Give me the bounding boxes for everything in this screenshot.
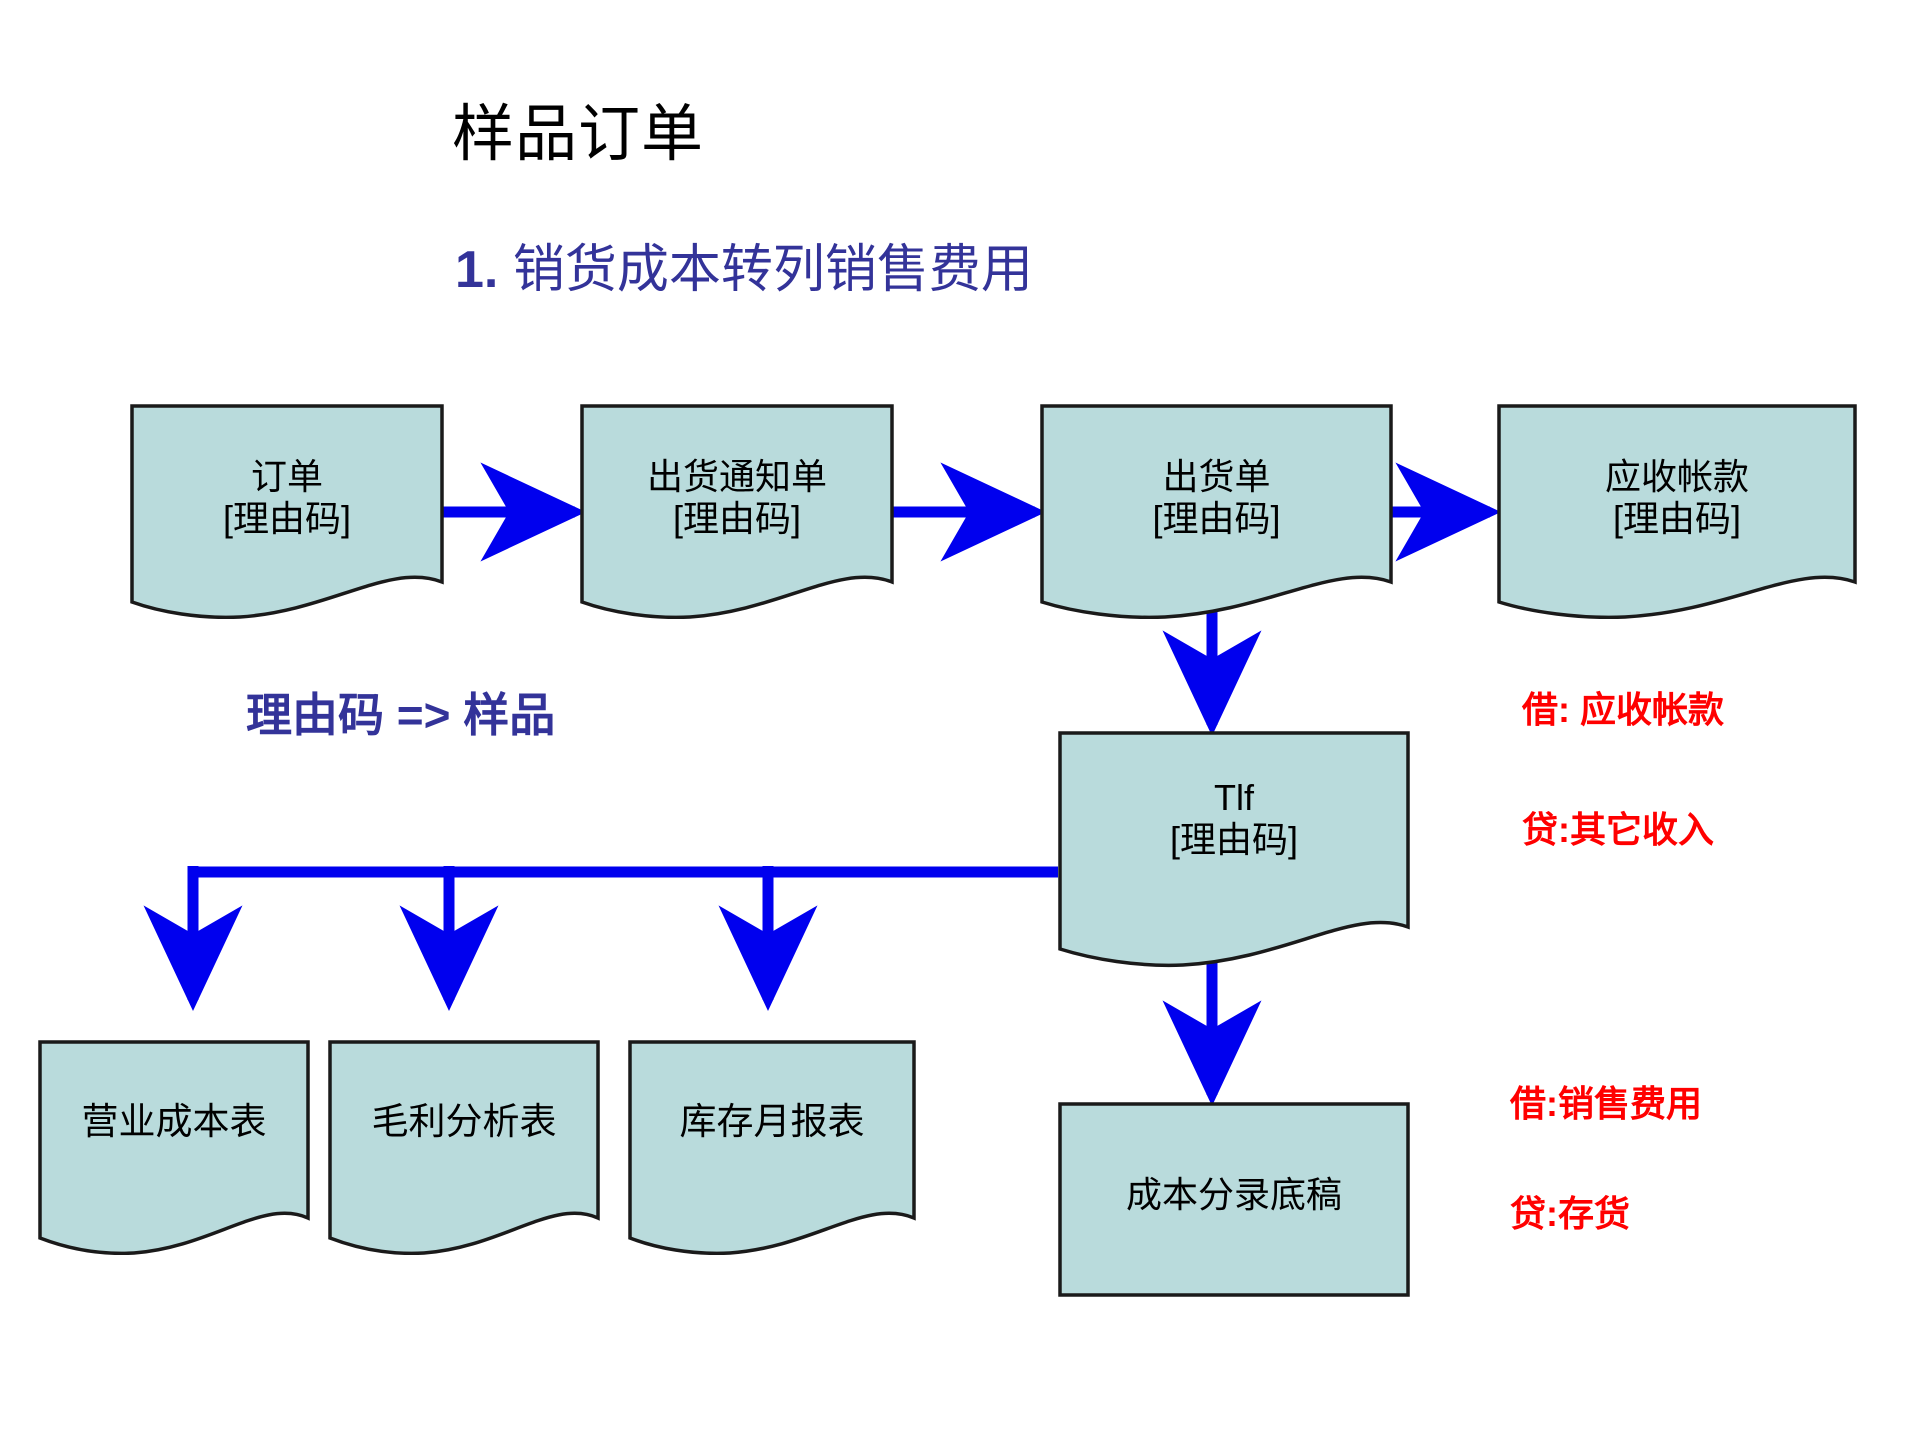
node-operating-cost-report[interactable]: 营业成本表 bbox=[38, 1040, 310, 1255]
node-order-line2: [理由码] bbox=[222, 498, 351, 540]
node-shipping-notice-line2: [理由码] bbox=[672, 498, 801, 540]
node-tlf-line1: Tlf bbox=[1214, 777, 1254, 818]
annotation-debit-selling-expense: 借:销售费用 bbox=[1510, 1083, 1702, 1124]
node-cost-entry-draft[interactable]: 成本分录底稿 bbox=[1058, 1102, 1410, 1297]
node-cost-entry-draft-label: 成本分录底稿 bbox=[1058, 1174, 1410, 1216]
subtitle-text: 销货成本转列销售费用 bbox=[512, 241, 1033, 299]
section-subtitle: 1. 销货成本转列销售费用 bbox=[455, 244, 1033, 296]
annotation-credit-other-income: 贷:其它收入 bbox=[1522, 809, 1714, 850]
node-gross-profit-analysis-report-label: 毛利分析表 bbox=[328, 1100, 600, 1144]
node-gross-profit-analysis-report[interactable]: 毛利分析表 bbox=[328, 1040, 600, 1255]
subtitle-number: 1. bbox=[455, 241, 499, 299]
node-accounts-receivable-line1: 应收帐款 bbox=[1604, 456, 1749, 497]
node-tlf[interactable]: Tlf [理由码] bbox=[1058, 731, 1410, 968]
annotation-debit-accounts-receivable: 借: 应收帐款 bbox=[1522, 689, 1724, 730]
node-shipping-notice-line1: 出货通知单 bbox=[646, 456, 827, 497]
node-inventory-monthly-report-label: 库存月报表 bbox=[628, 1100, 916, 1144]
node-shipping-order-line2: [理由码] bbox=[1152, 498, 1281, 540]
node-operating-cost-report-label: 营业成本表 bbox=[38, 1100, 310, 1144]
node-accounts-receivable[interactable]: 应收帐款 [理由码] bbox=[1497, 404, 1857, 619]
annotation-credit-inventory: 贷:存货 bbox=[1510, 1193, 1630, 1234]
node-shipping-notice-label: 出货通知单 [理由码] bbox=[580, 456, 894, 541]
node-accounts-receivable-line2: [理由码] bbox=[1612, 498, 1741, 540]
node-shipping-order[interactable]: 出货单 [理由码] bbox=[1040, 404, 1393, 619]
node-inventory-monthly-report[interactable]: 库存月报表 bbox=[628, 1040, 916, 1255]
reason-code-note: 理由码 => 样品 bbox=[246, 689, 556, 741]
node-inventory-monthly-report-line1: 库存月报表 bbox=[679, 1101, 865, 1142]
node-cost-entry-draft-line1: 成本分录底稿 bbox=[1125, 1174, 1342, 1215]
node-order-label: 订单 [理由码] bbox=[130, 456, 444, 541]
node-operating-cost-report-line1: 营业成本表 bbox=[81, 1101, 267, 1142]
page-title: 样品订单 bbox=[452, 100, 705, 169]
node-gross-profit-analysis-report-line1: 毛利分析表 bbox=[371, 1101, 557, 1142]
node-order-line1: 订单 bbox=[250, 456, 323, 497]
node-tlf-line2: [理由码] bbox=[1169, 819, 1298, 861]
node-shipping-order-label: 出货单 [理由码] bbox=[1040, 456, 1393, 541]
node-shipping-order-line1: 出货单 bbox=[1162, 456, 1271, 497]
node-order[interactable]: 订单 [理由码] bbox=[130, 404, 444, 619]
node-shipping-notice[interactable]: 出货通知单 [理由码] bbox=[580, 404, 894, 619]
node-accounts-receivable-label: 应收帐款 [理由码] bbox=[1497, 456, 1857, 541]
node-tlf-label: Tlf [理由码] bbox=[1058, 777, 1410, 862]
